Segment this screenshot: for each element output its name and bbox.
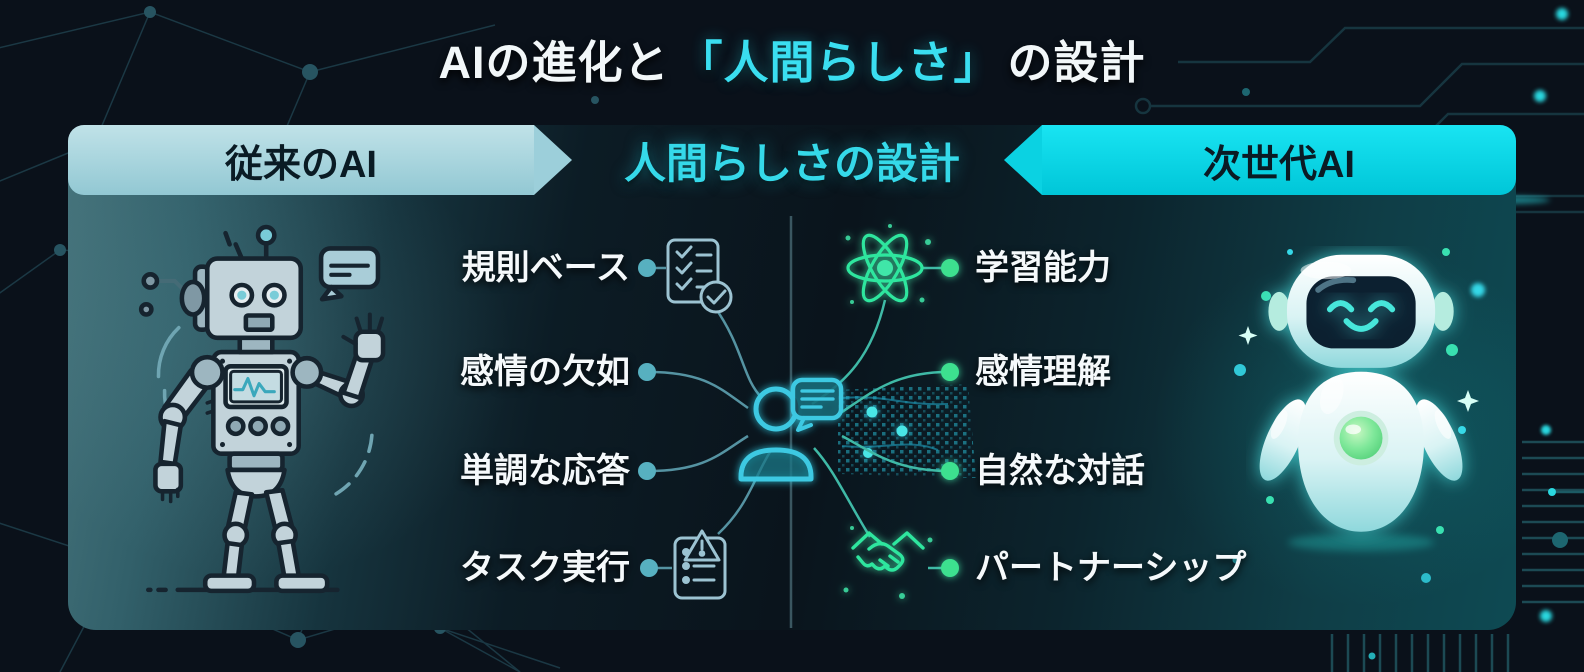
left-connector-dots xyxy=(638,259,658,577)
item-rule-based: 規則ベース xyxy=(461,249,630,287)
list-warning-icon xyxy=(673,529,727,600)
item-natural-dialogue: 自然な対話 xyxy=(975,452,1145,490)
person-chat-icon xyxy=(738,377,844,482)
right-connector-dots xyxy=(941,259,959,577)
title-part1: AIの進化と xyxy=(438,36,670,88)
banner-traditional-ai: 従来のAI xyxy=(68,125,572,195)
robot-face-smile xyxy=(1326,300,1396,332)
title-highlight: 「人間らしさ」 xyxy=(677,36,1000,88)
retro-robot-illustration xyxy=(138,224,386,594)
title-part2: の設計 xyxy=(1007,36,1146,88)
item-emotion-understand: 感情理解 xyxy=(975,353,1111,391)
particle-decoration xyxy=(1232,248,1485,583)
banner-human-likeness-design-label: 人間らしさの設計 xyxy=(623,139,960,187)
banner-traditional-ai-label: 従来のAI xyxy=(224,143,377,186)
data-stream xyxy=(838,384,976,478)
banner-next-gen-ai: 次世代AI xyxy=(1004,125,1516,195)
banner-human-likeness-design: 人間らしさの設計 xyxy=(556,125,1028,195)
left-connector-lines xyxy=(648,266,772,570)
item-partnership: パートナーシップ xyxy=(975,549,1247,587)
item-learning-ability: 学習能力 xyxy=(975,249,1111,287)
friendly-robot-illustration xyxy=(1259,254,1463,552)
item-task-execution: タスク実行 xyxy=(460,549,630,587)
atom-icon xyxy=(845,224,931,304)
page-title: AIの進化と「人間らしさ」の設計 xyxy=(0,26,1584,90)
handshake-icon xyxy=(843,526,933,599)
item-lack-of-emotion: 感情の欠如 xyxy=(460,353,630,391)
robot-speech-bubble-icon xyxy=(318,246,381,302)
checklist-icon xyxy=(666,238,733,314)
sparkle-icon xyxy=(1238,326,1479,412)
banner-next-gen-ai-label: 次世代AI xyxy=(1202,143,1355,186)
item-monotone-reply: 単調な応答 xyxy=(460,452,630,490)
